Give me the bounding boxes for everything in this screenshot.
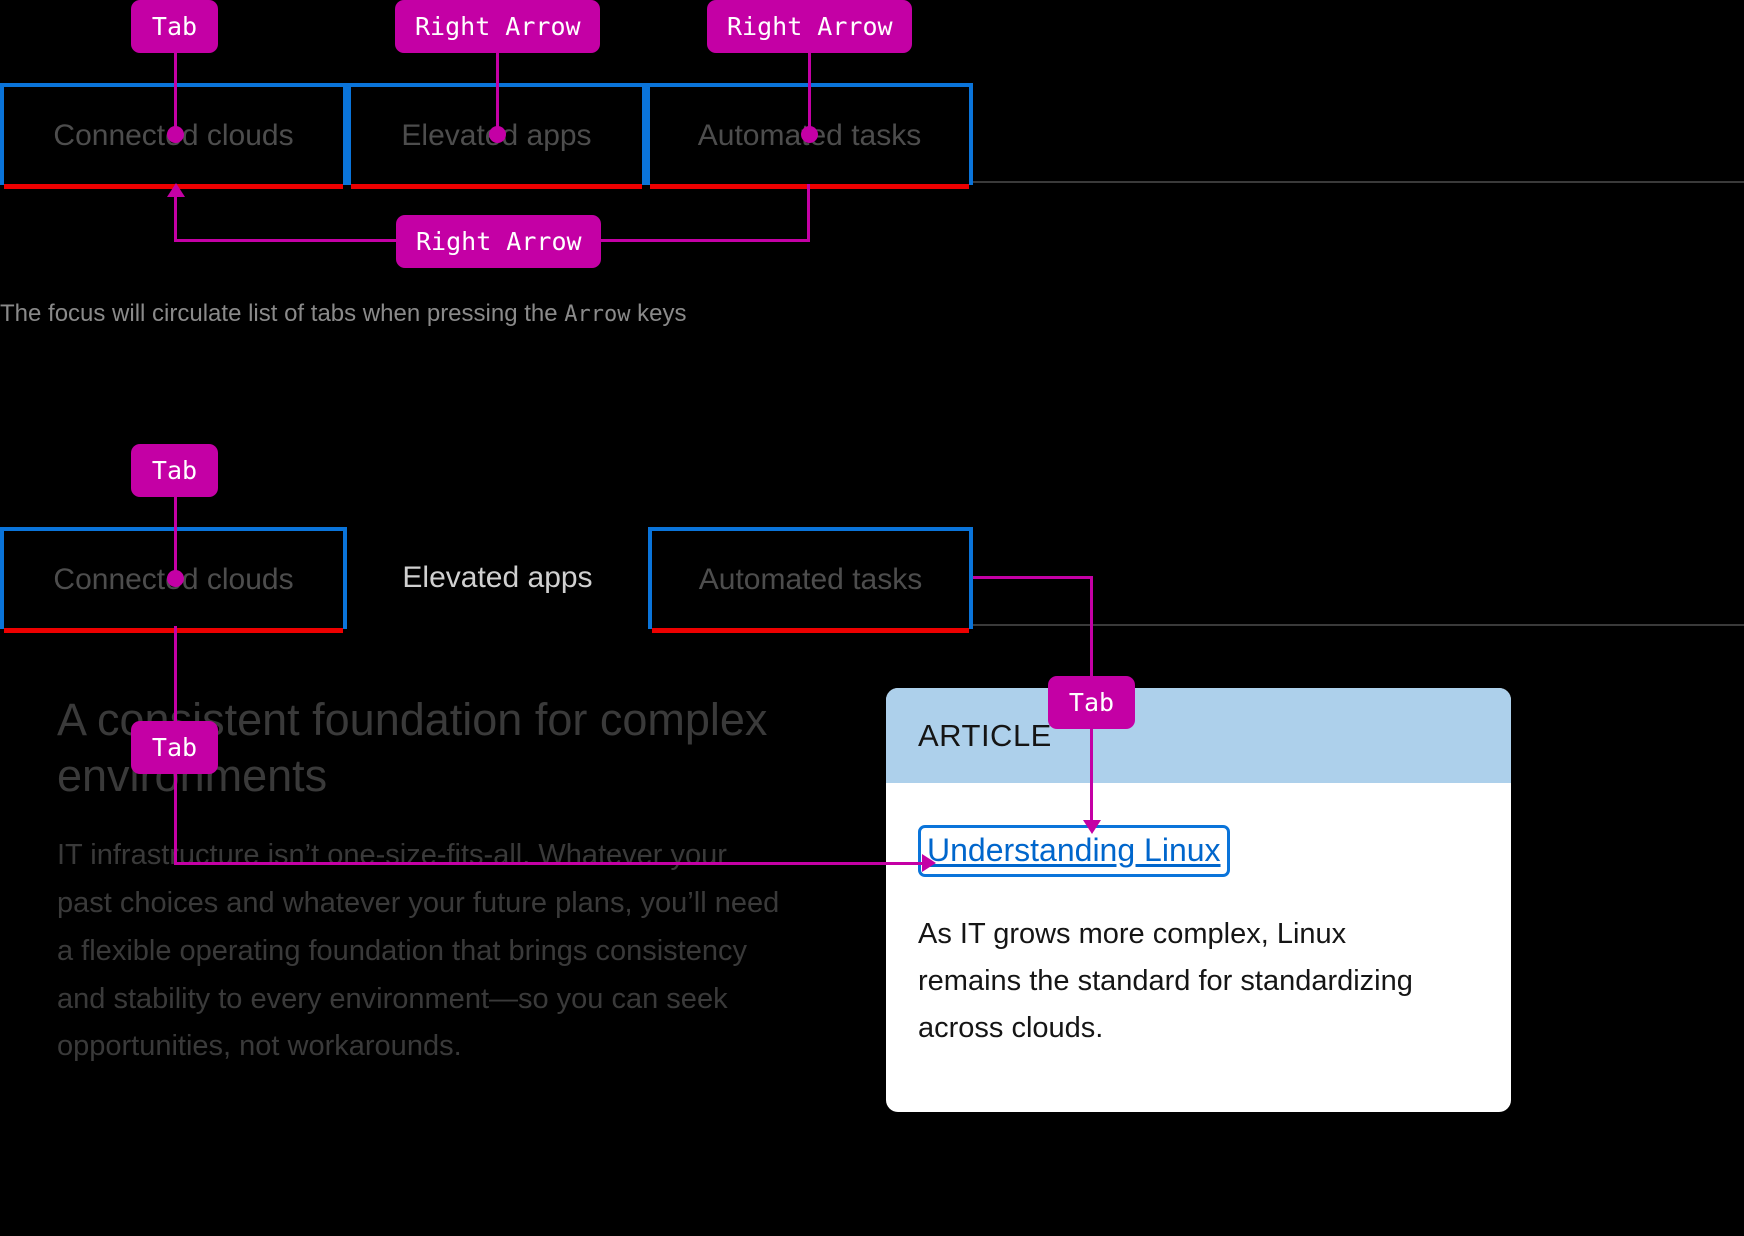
article-card-header: ARTICLE — [886, 688, 1511, 783]
connector-wrap-down — [807, 184, 810, 241]
callout-tab-bottom-2: Tab — [131, 721, 218, 774]
connector-dot-bottom-1 — [167, 570, 184, 587]
article-card: ARTICLE Understanding Linux As IT grows … — [886, 688, 1511, 1112]
connector-bottom-3-arrowhead — [1083, 820, 1101, 834]
tab-elevated-apps-bottom[interactable]: Elevated apps — [347, 527, 648, 629]
connector-line-top-2 — [496, 52, 499, 135]
connector-wrap-up — [174, 196, 177, 241]
callout-key-label: Right Arrow — [415, 12, 581, 41]
article-card-description: As IT grows more complex, Linux remains … — [918, 918, 1413, 1044]
callout-key-label: Tab — [151, 456, 198, 485]
callout-tab-bottom-3: Tab — [1048, 676, 1135, 729]
callout-right-arrow-top-2: Right Arrow — [395, 0, 600, 53]
caption-text-before: The focus will circulate list of tabs wh… — [0, 300, 565, 327]
bottom-tabstrip-rule — [973, 624, 1744, 626]
connector-line-bottom-1 — [174, 496, 177, 579]
tab-label: Automated tasks — [698, 563, 923, 596]
connector-bottom-3-horizontal — [973, 576, 1090, 579]
connector-bottom-2-arrowhead — [922, 854, 936, 872]
callout-key-label: Right Arrow — [727, 12, 893, 41]
callout-key-label: Tab — [151, 12, 198, 41]
connector-wrap-arrowhead — [167, 183, 185, 197]
connector-dot-top-2 — [489, 126, 506, 143]
tab-label: Elevated apps — [402, 561, 593, 594]
bottom-tabstrip: Connected clouds Elevated apps Automated… — [0, 527, 973, 633]
connector-line-top-1 — [174, 52, 177, 135]
top-tabstrip-rule — [973, 181, 1744, 183]
article-link-understanding-linux[interactable]: Understanding Linux — [918, 825, 1230, 877]
tab-connected-clouds-top[interactable]: Connected clouds — [0, 83, 347, 189]
top-caption: The focus will circulate list of tabs wh… — [0, 300, 687, 328]
callout-right-arrow-wrap: Right Arrow — [396, 215, 601, 268]
callout-tab-top-1: Tab — [131, 0, 218, 53]
top-tabstrip: Connected clouds Elevated apps Automated… — [0, 83, 973, 189]
connector-bottom-3-vertical-lower — [1090, 728, 1093, 823]
callout-key-label: Right Arrow — [416, 227, 582, 256]
caption-text-after: keys — [630, 300, 687, 327]
connector-line-top-3 — [808, 52, 811, 135]
hero-body-text: IT infrastructure isn’t one-size-fits-al… — [57, 839, 780, 1063]
callout-right-arrow-top-3: Right Arrow — [707, 0, 912, 53]
connector-dot-top-3 — [801, 126, 818, 143]
callout-key-label: Tab — [1068, 688, 1115, 717]
tab-automated-tasks-bottom[interactable]: Automated tasks — [648, 527, 973, 633]
connector-bottom-3-vertical-upper — [1090, 576, 1093, 678]
callout-tab-bottom-1: Tab — [131, 444, 218, 497]
callout-key-label: Tab — [151, 733, 198, 762]
article-card-body: Understanding Linux As IT grows more com… — [886, 783, 1511, 1052]
connector-dot-top-1 — [167, 126, 184, 143]
article-eyebrow: ARTICLE — [918, 717, 1052, 753]
connector-line-bottom-2-lower — [174, 773, 177, 865]
connector-line-bottom-2-upper — [174, 626, 177, 723]
connector-line-bottom-2-horizontal — [174, 862, 924, 865]
caption-text-mono: Arrow — [564, 302, 631, 327]
